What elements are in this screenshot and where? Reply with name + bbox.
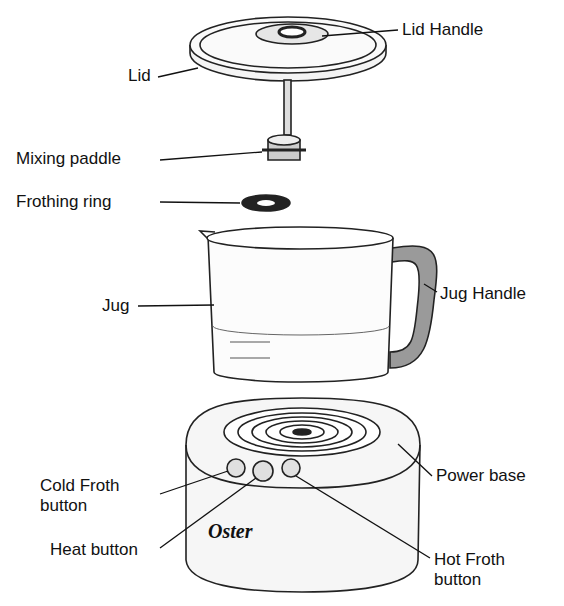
part-label: Lid — [128, 66, 168, 86]
part-label: Heat button — [50, 540, 160, 560]
part-label: Mixing paddle — [16, 149, 158, 169]
part-label: Hot Froth button — [434, 550, 544, 590]
part-label: Cold Froth button — [40, 476, 150, 516]
brand-logo: Oster — [208, 520, 288, 542]
part-label: Power base — [436, 466, 560, 486]
part-label: Jug Handle — [440, 284, 558, 304]
part-label: Frothing ring — [16, 192, 158, 212]
part-label: Lid Handle — [402, 20, 542, 40]
part-label: Jug — [102, 296, 142, 316]
